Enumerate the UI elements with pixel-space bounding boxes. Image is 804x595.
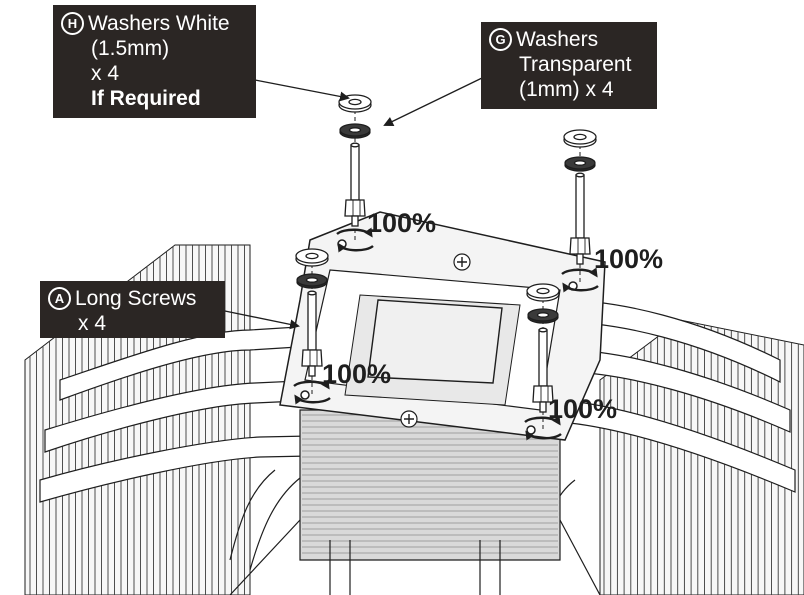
washer-white-icon [563, 129, 597, 148]
washer-transparent-icon [296, 273, 328, 289]
washers-white-quantity: x 4 [91, 62, 120, 85]
leader-lines [219, 77, 483, 330]
mounting-plate [279, 211, 606, 441]
leader-washers-white [254, 79, 350, 102]
washer-white-icon [295, 248, 329, 267]
clockwise-arrow-icon [293, 379, 331, 405]
long-screw-icon [569, 172, 591, 265]
torque-label-bottom-right: 100% [548, 394, 618, 424]
washers-white-title: Washers White [88, 12, 230, 35]
torque-label-top-right: 100% [594, 244, 664, 274]
washer-white-icon [338, 94, 372, 113]
leader-long-screws [219, 309, 300, 330]
washers-transparent-size-quantity: (1mm) x 4 [519, 78, 614, 101]
washers-transparent-type: Transparent [519, 53, 632, 76]
clockwise-arrow-icon [561, 267, 599, 293]
washers-white-note: If Required [91, 87, 201, 110]
badge-a-icon: A [48, 287, 71, 310]
washer-white-icon [526, 283, 560, 302]
long-screw-icon [301, 290, 323, 377]
cooler-base-block [229, 409, 601, 595]
washers-white-size: (1.5mm) [91, 37, 170, 60]
screw-assembly-bottom-right [524, 283, 562, 441]
long-screw-icon [344, 142, 366, 227]
screw-assembly-bottom-left [293, 248, 331, 405]
screw-assembly-top-right [561, 129, 599, 293]
torque-label-bottom-left: 100% [322, 359, 392, 389]
heat-pipes [39, 299, 796, 571]
long-screws-quantity: x 4 [78, 312, 107, 335]
clockwise-arrow-icon [524, 415, 562, 441]
washer-transparent-icon [564, 156, 596, 172]
screw-assembly-top-left [336, 94, 374, 253]
washers-transparent-title: Washers [516, 28, 599, 51]
washer-transparent-icon [339, 123, 371, 139]
torque-label-top-left: 100% [367, 208, 437, 238]
washer-transparent-icon [527, 308, 559, 324]
clockwise-arrow-icon [336, 227, 374, 253]
badge-h-icon: H [61, 12, 84, 35]
leader-washers-transparent [383, 77, 483, 127]
long-screws-title: Long Screws [75, 287, 197, 310]
badge-g-icon: G [489, 28, 512, 51]
long-screw-icon [532, 327, 554, 413]
